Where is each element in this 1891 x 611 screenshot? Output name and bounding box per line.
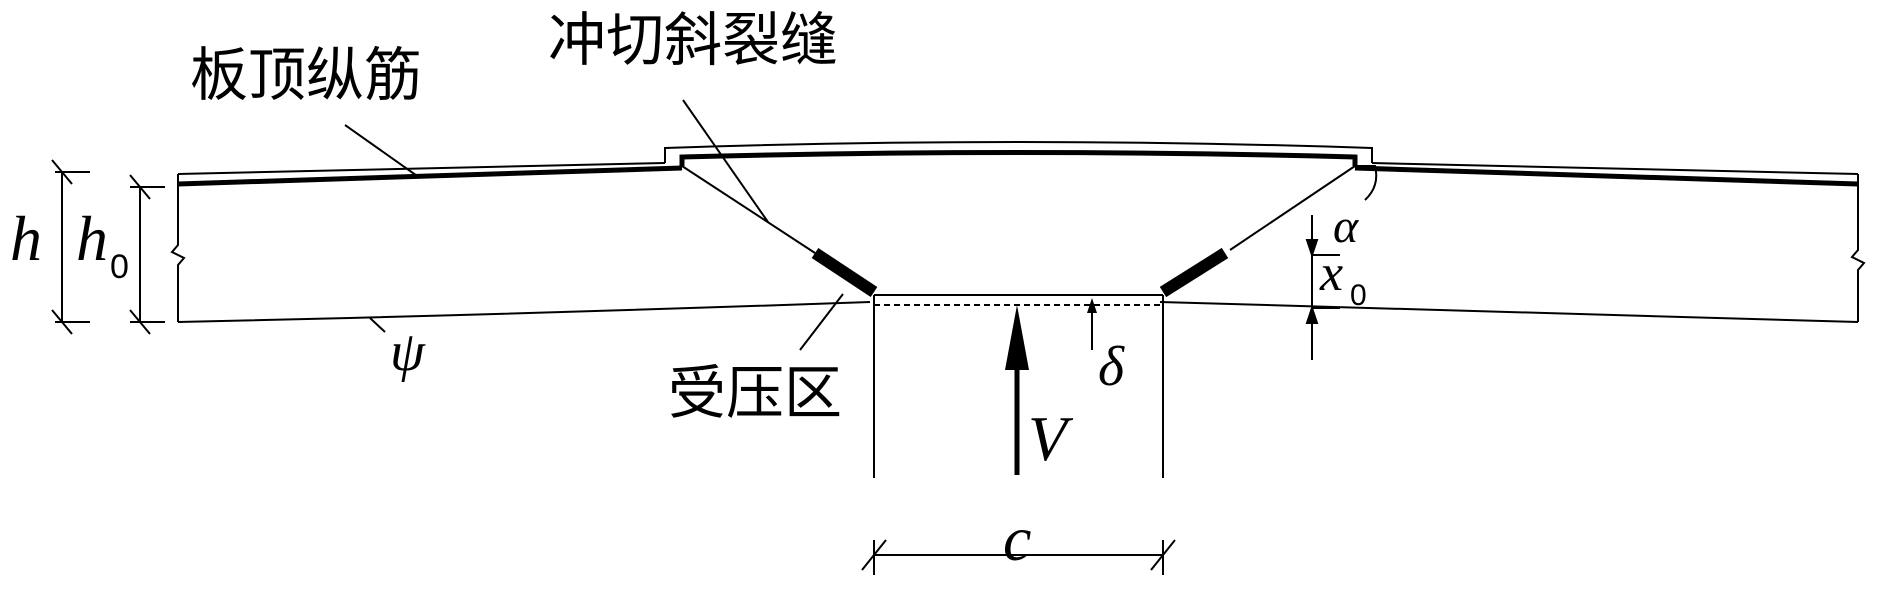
- compression-zone-left: [811, 247, 878, 298]
- label-h: h: [10, 203, 42, 274]
- label-compression-zone: 受压区: [668, 359, 842, 427]
- label-alpha: α: [1333, 200, 1359, 253]
- slab-body: [170, 162, 1866, 323]
- label-punching-crack: 冲切斜裂缝: [548, 6, 838, 74]
- leader-top-rebar: [344, 124, 421, 179]
- label-h0-subscript: 0: [110, 248, 129, 286]
- force-V-arrow: [1005, 305, 1029, 475]
- cone-top-rebar: [679, 150, 1358, 166]
- label-x0-subscript: 0: [1350, 279, 1367, 312]
- left-break-line: [170, 174, 186, 322]
- left-top-rebar: [177, 165, 683, 187]
- left-slab-top-face: [177, 162, 666, 175]
- label-h0: h: [76, 203, 108, 274]
- alpha-angle-arc: [1355, 165, 1378, 201]
- label-V: V: [1028, 403, 1074, 474]
- right-crack-line: [1229, 165, 1356, 251]
- label-delta: δ: [1098, 336, 1125, 398]
- right-top-rebar: [1354, 165, 1859, 187]
- left-crack-line: [681, 165, 816, 254]
- leader-punching-crack: [682, 99, 769, 223]
- leader-compression-zone: [799, 293, 844, 351]
- compression-zones: [811, 247, 1229, 298]
- right-break-line: [1850, 174, 1866, 322]
- punching-cone: [664, 141, 1378, 478]
- displacement-delta-arrow: [1087, 298, 1097, 350]
- dimension-h-h0: [51, 159, 165, 335]
- label-psi: ψ: [390, 321, 426, 383]
- leader-lines: [344, 99, 844, 351]
- label-x0: x: [1319, 245, 1343, 302]
- label-top-rebar: 板顶纵筋: [190, 41, 422, 109]
- right-slab-bottom-face: [1159, 301, 1859, 323]
- label-c: c: [1003, 503, 1031, 574]
- dimension-c: [861, 539, 1176, 575]
- leader-psi: [369, 317, 386, 333]
- cone-outer-top: [664, 141, 1373, 163]
- dimension-x0: [1305, 215, 1340, 360]
- right-slab-top-face: [1371, 162, 1859, 175]
- top-rebar: [177, 165, 1859, 187]
- left-slab-bottom-face: [177, 301, 871, 323]
- compression-zone-right: [1159, 247, 1229, 298]
